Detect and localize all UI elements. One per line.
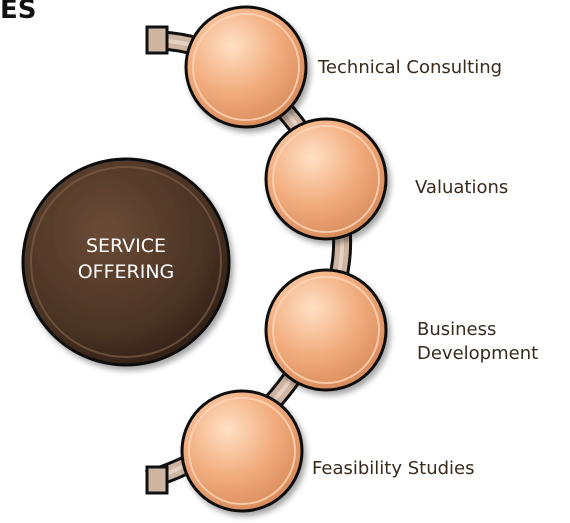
step-label-business-development-line-2: Development [417, 343, 539, 364]
service-offering-circle [21, 157, 231, 367]
step-circle-business-development [264, 268, 388, 392]
step-circle-feasibility-studies [180, 389, 304, 513]
page-heading-fragment: ES [0, 0, 37, 25]
center-label-line-1: SERVICE [85, 235, 167, 257]
step-label-business-development-line-1: Business [417, 319, 497, 340]
connector-cap-top [145, 25, 169, 55]
step-circle-valuations [264, 117, 388, 241]
connector-cap-bottom [145, 465, 169, 495]
step-label-valuations: Valuations [415, 177, 509, 198]
step-circle-technical-consulting [184, 5, 308, 129]
center-label-line-2: OFFERING [77, 261, 175, 283]
service-offering-inner-ring [30, 166, 222, 358]
center-label: SERVICE OFFERING [36, 233, 216, 285]
step-label-technical-consulting: Technical Consulting [318, 57, 503, 78]
step-label-feasibility-studies: Feasibility Studies [312, 458, 475, 479]
step-label-business-development: Business Development [417, 318, 538, 366]
